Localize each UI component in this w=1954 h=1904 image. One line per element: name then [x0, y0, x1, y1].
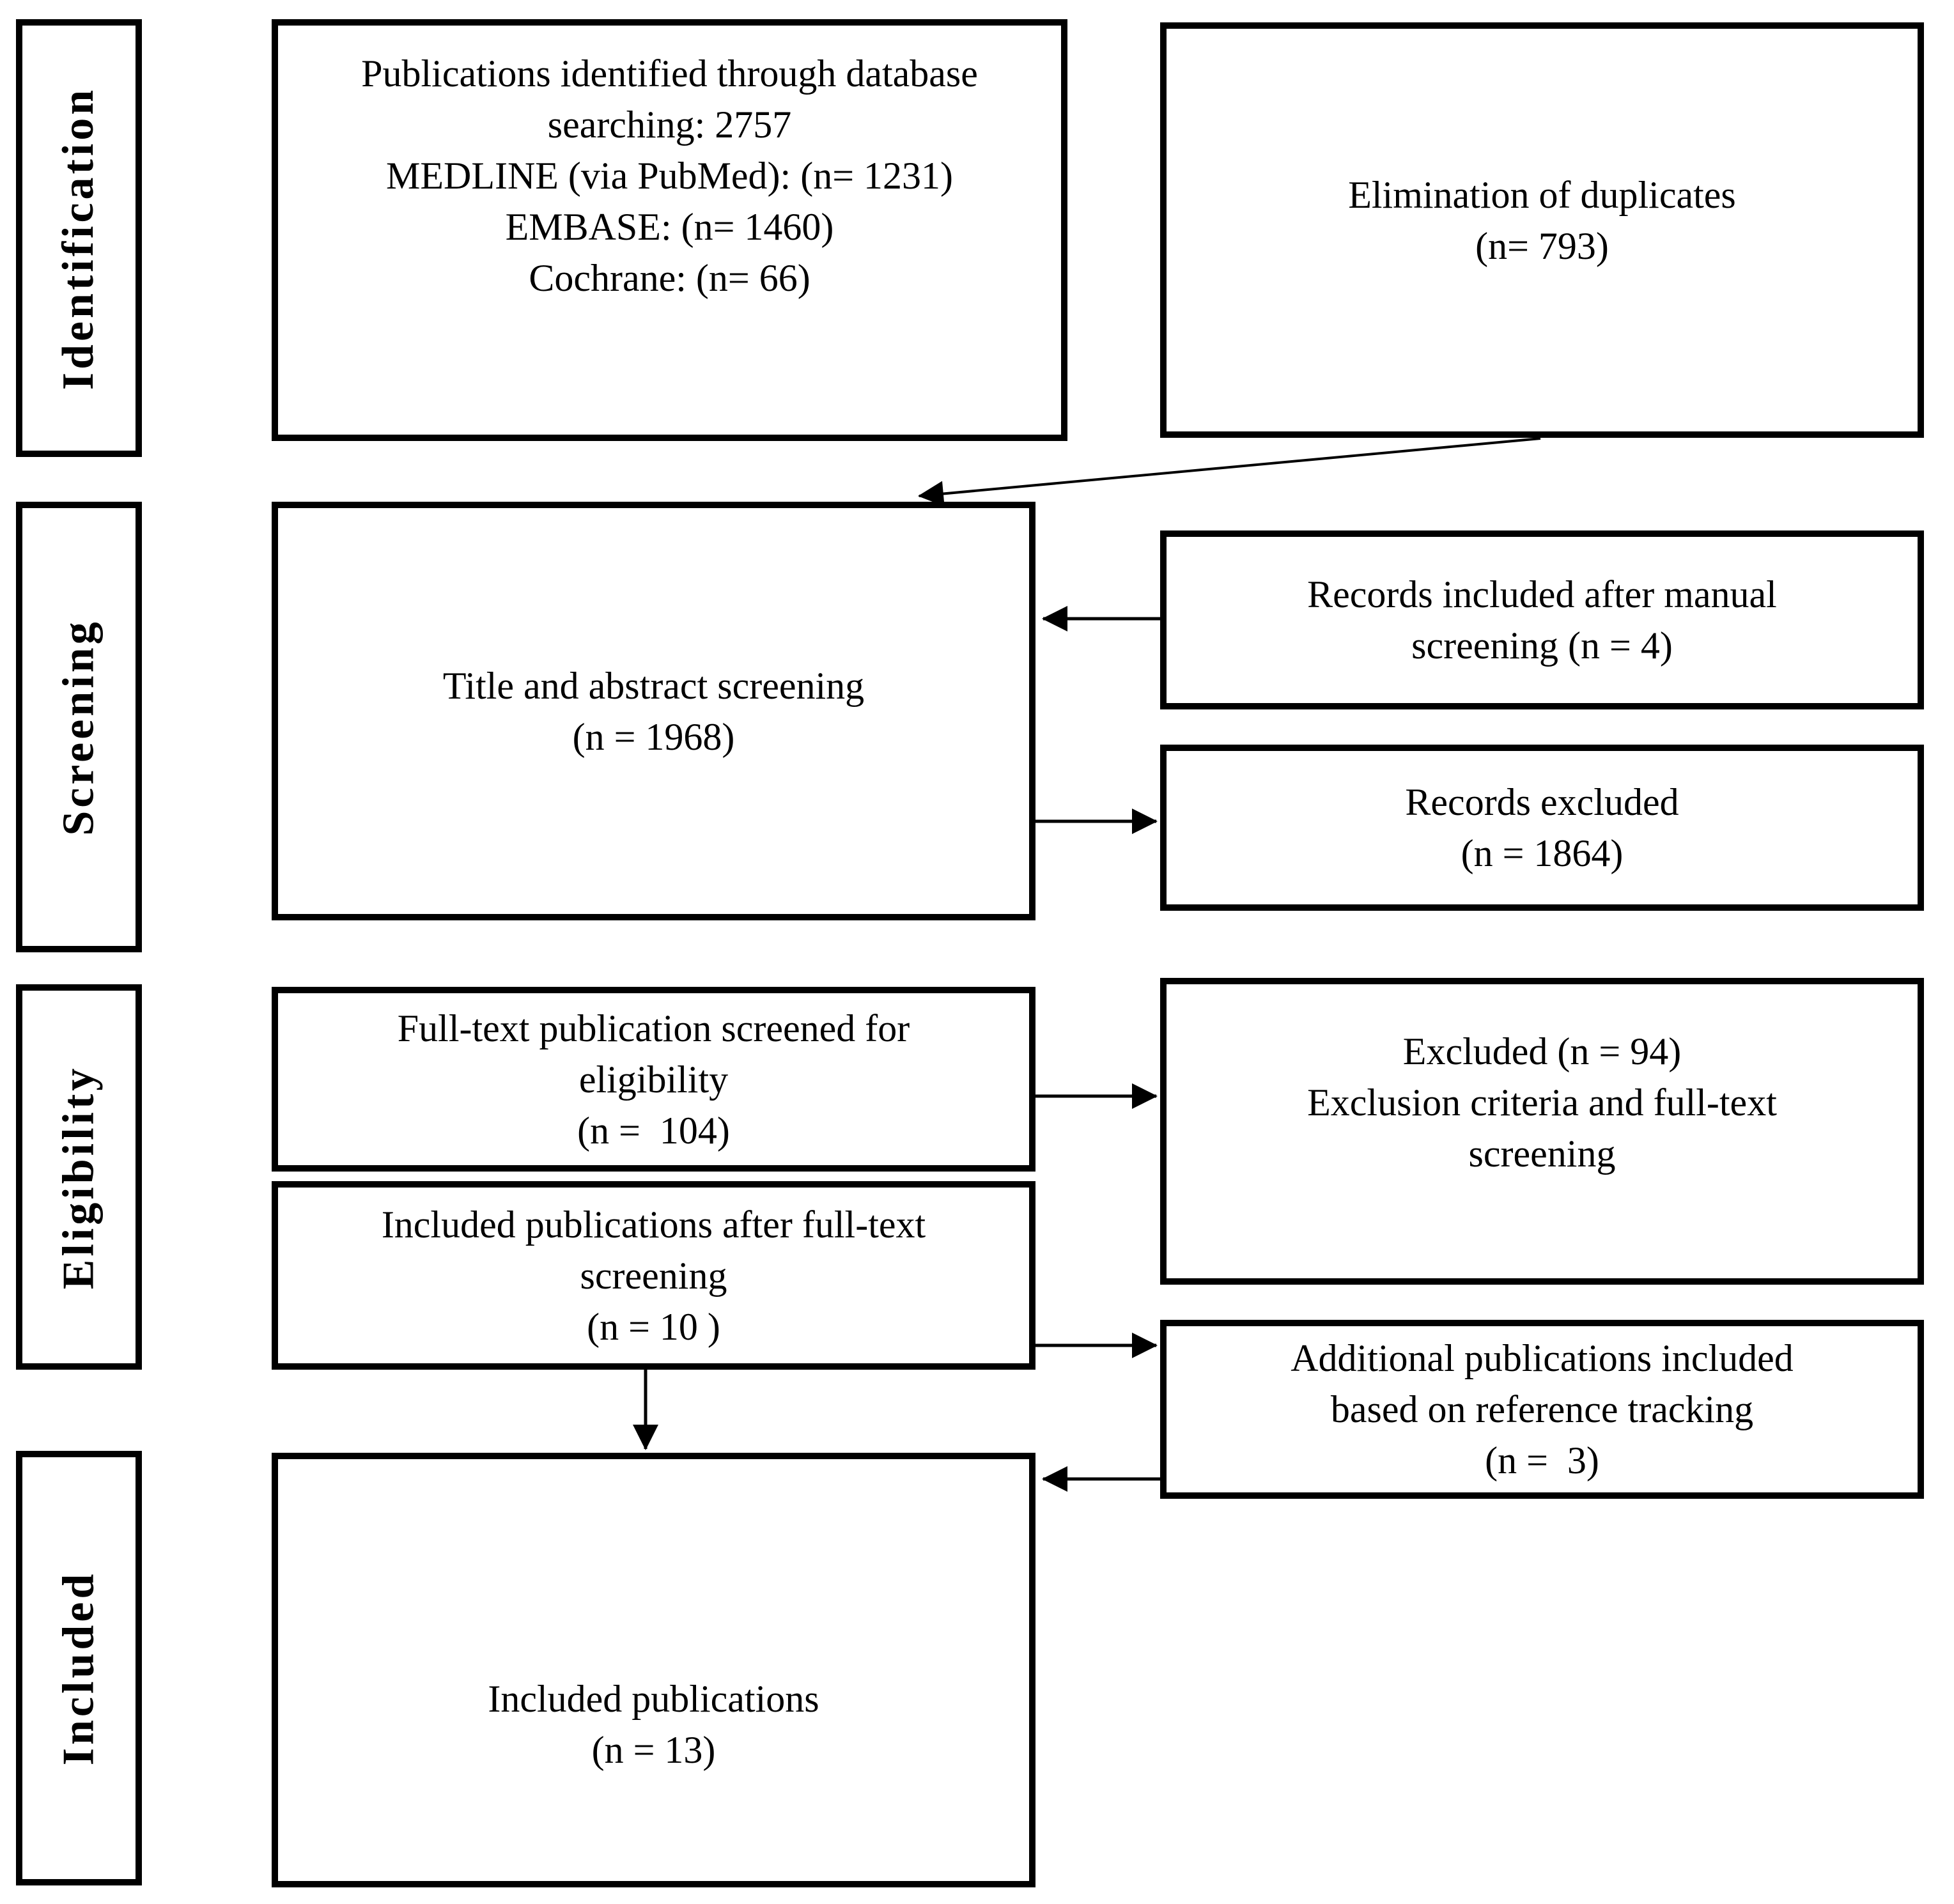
- stage-label-screening: Screening: [16, 502, 142, 952]
- stage-label-text: Included: [54, 1570, 104, 1766]
- stage-label-text: Screening: [54, 618, 104, 836]
- node-records-excluded: Records excluded (n = 1864): [1160, 745, 1924, 911]
- text-line: (n = 1968): [572, 715, 735, 758]
- text-line: (n = 10 ): [587, 1305, 720, 1348]
- text-line: Cochrane: (n= 66): [529, 257, 810, 299]
- text-line: Title and abstract screening: [442, 664, 865, 707]
- arrow-duplicates-to-screening: [918, 437, 1541, 507]
- node-included-after-fulltext: Included publications after full-text scr…: [272, 1181, 1035, 1370]
- text-line: Full-text publication screened for: [397, 1007, 910, 1049]
- text-line: (n = 1864): [1461, 832, 1624, 874]
- text-line: screening: [580, 1254, 727, 1297]
- text-line: (n = 104): [577, 1109, 730, 1152]
- stage-label-text: Identification: [54, 86, 104, 390]
- text-line: Additional publications included: [1291, 1337, 1794, 1379]
- text-line: Records excluded: [1405, 781, 1679, 823]
- text-line: Included publications after full-text: [381, 1203, 926, 1246]
- text-line: based on reference tracking: [1330, 1388, 1754, 1430]
- text-line: searching: 2757: [547, 104, 792, 146]
- stage-label-eligibility: Eligibility: [16, 984, 142, 1370]
- text-line: Excluded (n = 94): [1402, 1030, 1682, 1072]
- stage-label-included: Included: [16, 1451, 142, 1885]
- text-line: (n = 3): [1485, 1439, 1599, 1482]
- text-line: (n = 13): [591, 1729, 716, 1771]
- stage-label-identification: Identification: [16, 19, 142, 457]
- node-title-abstract-screening: Title and abstract screening (n = 1968): [272, 502, 1035, 920]
- text-line: Publications identified through database: [361, 52, 978, 95]
- text-line: screening (n = 4): [1411, 624, 1673, 667]
- text-line: EMBASE: (n= 1460): [505, 206, 834, 248]
- node-fulltext-screened: Full-text publication screened for eligib…: [272, 987, 1035, 1172]
- node-excluded-fulltext: Excluded (n = 94) Exclusion criteria and …: [1160, 978, 1924, 1285]
- text-line: screening: [1468, 1133, 1616, 1175]
- text-line: (n= 793): [1475, 225, 1609, 267]
- node-elimination-of-duplicates: Elimination of duplicates (n= 793): [1160, 22, 1924, 438]
- node-database-search: Publications identified through database…: [272, 19, 1067, 441]
- text-line: Exclusion criteria and full-text: [1307, 1081, 1777, 1124]
- node-included-publications: Included publications (n = 13): [272, 1453, 1035, 1887]
- text-line: Included publications: [488, 1678, 819, 1720]
- node-reference-tracking: Additional publications included based on…: [1160, 1320, 1924, 1499]
- text-line: Elimination of duplicates: [1348, 174, 1736, 216]
- text-line: eligibility: [578, 1058, 729, 1101]
- text-line: MEDLINE (via PubMed): (n= 1231): [385, 155, 954, 197]
- node-manual-screening-included: Records included after manual screening (…: [1160, 530, 1924, 709]
- stage-label-text: Eligibility: [54, 1065, 104, 1289]
- text-line: Records included after manual: [1307, 573, 1777, 615]
